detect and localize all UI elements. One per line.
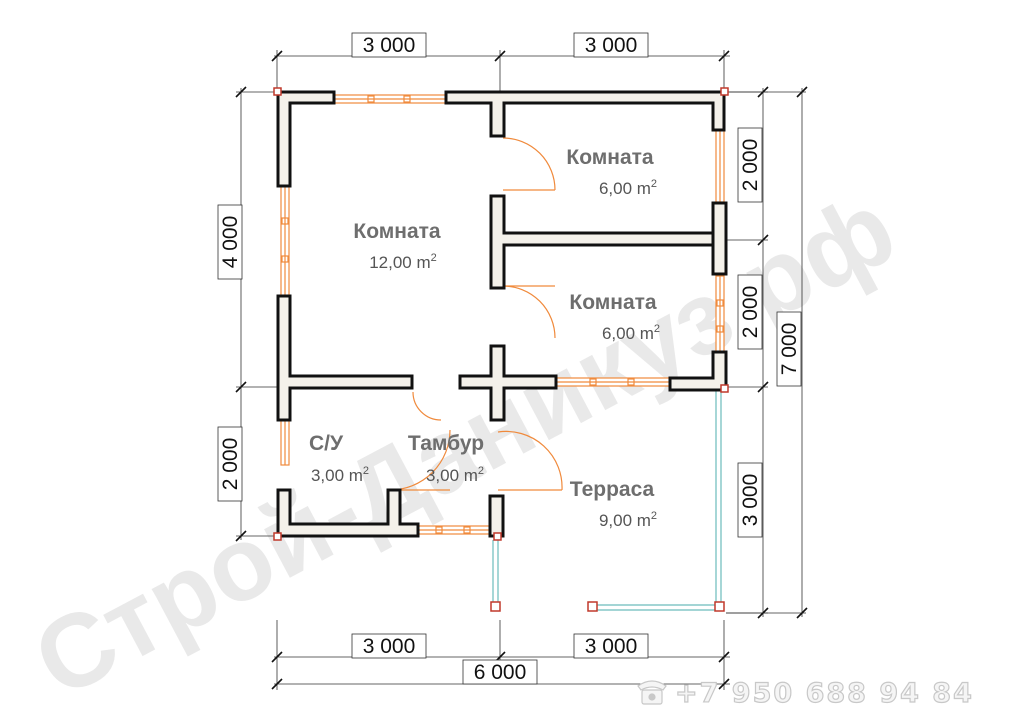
wall-left-lower: [276, 294, 414, 422]
room-terrace: Терраса 9,00 m2: [570, 478, 657, 530]
walls: [276, 90, 728, 538]
window-bottom: [417, 525, 491, 535]
room-middle-right: Комната 6,00 m2: [569, 291, 660, 343]
dim-label-top-left: 3 000: [351, 32, 427, 58]
window-middle: [555, 377, 671, 387]
svg-text:2 000: 2 000: [219, 438, 242, 491]
dim-label-right-lower: 3 000: [737, 462, 763, 538]
dim-label-overall-right: 7 000: [776, 311, 802, 387]
post-terrace-right: [714, 601, 725, 612]
room-vestibule-area: 3,00 m2: [426, 465, 484, 485]
dim-label-left-lower: 2 000: [217, 426, 243, 502]
svg-text:2 000: 2 000: [739, 286, 762, 339]
post-top-left: [273, 87, 282, 96]
room-top-right: Комната 6,00 m2: [566, 146, 657, 198]
room-big-name: Комната: [353, 220, 441, 243]
window-right-upper: [715, 129, 725, 203]
dimension-ticks: [235, 50, 808, 690]
dim-label-top-right: 3 000: [573, 32, 649, 58]
room-bathroom-area: 3,00 m2: [311, 465, 369, 485]
posts: [273, 87, 729, 612]
post-bottom-left: [273, 532, 282, 541]
svg-text:3 000: 3 000: [363, 635, 416, 658]
room-bathroom: С/У 3,00 m2: [309, 432, 369, 485]
dim-label-overall-bottom: 6 000: [462, 659, 538, 685]
room-big: Комната 12,00 m2: [353, 220, 441, 272]
room-middle-right-name: Комната: [569, 291, 657, 314]
room-middle-right-area: 6,00 m2: [602, 323, 660, 343]
dim-label-right-middle: 2 000: [737, 274, 763, 350]
dim-label-left-upper: 4 000: [217, 204, 243, 280]
dim-label-bottom-right: 3 000: [573, 633, 649, 659]
room-vestibule: Тамбур 3,00 m2: [408, 432, 484, 485]
svg-text:2 000: 2 000: [739, 139, 762, 192]
window-top-left: [333, 94, 447, 104]
window-bathroom: [280, 418, 290, 466]
svg-text:3 000: 3 000: [585, 635, 638, 658]
window-right-middle: [715, 275, 725, 353]
post-terrace-mid: [587, 601, 598, 612]
windows: [280, 94, 725, 535]
room-vestibule-name: Тамбур: [408, 432, 484, 455]
svg-text:6 000: 6 000: [474, 661, 527, 684]
phone-icon: [637, 680, 667, 705]
wall-right-stub: [711, 201, 728, 276]
svg-text:3 000: 3 000: [585, 34, 638, 57]
wall-top-right: [444, 90, 726, 138]
dim-label-bottom-left: 3 000: [351, 633, 427, 659]
svg-text:4 000: 4 000: [219, 216, 242, 269]
room-top-right-name: Комната: [566, 146, 654, 169]
wall-bottom-right: [488, 494, 505, 538]
window-left-wall: [280, 185, 290, 297]
svg-text:7 000: 7 000: [778, 323, 801, 376]
svg-text:3 000: 3 000: [739, 474, 762, 527]
dim-label-right-upper: 2 000: [737, 127, 763, 203]
wall-bottom-left: [276, 488, 420, 538]
wall-cross: [458, 344, 558, 422]
contact-block: +7 950 688 94 84: [637, 677, 974, 710]
room-terrace-area: 9,00 m2: [599, 510, 657, 530]
room-terrace-name: Терраса: [570, 478, 655, 501]
post-terrace-left: [490, 601, 501, 612]
room-top-right-area: 6,00 m2: [599, 178, 657, 198]
post-right-mid: [720, 384, 729, 393]
svg-text:3 000: 3 000: [363, 34, 416, 57]
wall-right-lower: [668, 350, 728, 392]
wall-top-left: [276, 90, 336, 188]
phone-number: +7 950 688 94 84: [675, 678, 974, 709]
post-top-right: [720, 87, 729, 96]
terrace-railing: [492, 391, 722, 611]
post-bottom-mid: [493, 532, 502, 541]
room-bathroom-name: С/У: [309, 432, 344, 455]
room-big-area: 12,00 m2: [369, 252, 437, 272]
